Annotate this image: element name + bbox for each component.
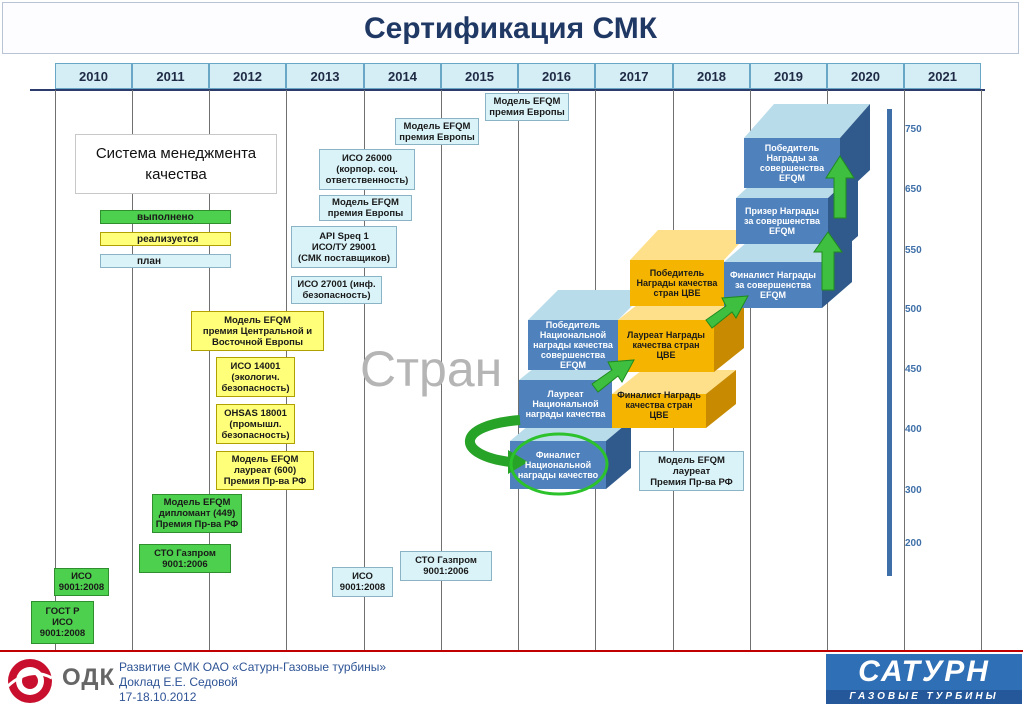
- saturn-logo-subtitle: ГАЗОВЫЕ ТУРБИНЫ: [826, 690, 1022, 704]
- legend-plan: план: [100, 254, 231, 268]
- cube-side: [606, 420, 631, 489]
- year-2013: 2013: [286, 63, 364, 89]
- box-efqm-europe-2014: Модель EFQM премия Европы: [395, 118, 479, 145]
- up-arrow: [813, 231, 843, 291]
- box-iso-14001: ИСО 14001 (экологич. безопасность): [216, 357, 295, 397]
- cube-side: [706, 370, 736, 428]
- cube-top: [630, 230, 752, 260]
- score-scale-bar: [887, 109, 892, 576]
- cube-efqm-finalist: Финалист Награды за совершенства EFQM: [730, 270, 816, 300]
- cube-national-finalist: Финалист Национальной награды качество: [517, 450, 599, 480]
- odk-logo-icon: [6, 659, 53, 703]
- highlight-circle: [509, 432, 609, 496]
- step-arrow: [591, 359, 635, 393]
- gridline: [518, 90, 519, 650]
- year-2011: 2011: [132, 63, 209, 89]
- year-2016: 2016: [518, 63, 595, 89]
- year-2020: 2020: [827, 63, 904, 89]
- box-ohsas-18001: OHSAS 18001 (промышл. безопасность): [216, 404, 295, 444]
- step-arrow: [705, 295, 749, 329]
- cube-efqm-prize: Призер Награды за совершенства EFQM: [743, 206, 821, 236]
- cube-top: [612, 370, 736, 394]
- gridline: [904, 90, 905, 650]
- footer-line-2: Доклад Е.Е. Седовой: [119, 675, 238, 689]
- cube-cee-finalist: Финалист Наградь качества стран ЦВЕ: [617, 390, 701, 420]
- box-efqm-central-europe: Модель EFQM премия Центральной и Восточн…: [191, 311, 324, 351]
- year-2014: 2014: [364, 63, 441, 89]
- odk-logo-text: ОДК: [62, 664, 116, 691]
- gridline: [364, 90, 365, 650]
- box-sto-gazprom-2015: СТО Газпром 9001:2006: [400, 551, 492, 581]
- box-efqm-europe-2013: Модель EFQM премия Европы: [319, 195, 412, 221]
- scale-label-650: 650: [905, 184, 922, 195]
- timeline-header: 2010 2011 2012 2013 2014 2015 2016 2017 …: [55, 63, 981, 89]
- gridline: [55, 90, 56, 650]
- year-2012: 2012: [209, 63, 286, 89]
- legend-in-progress: реализуется: [100, 232, 231, 246]
- gridline: [981, 90, 982, 650]
- cube-efqm-winner: Победитель Награды за совершенства EFQM: [759, 143, 825, 183]
- cube-front: [528, 320, 618, 370]
- page-title: Сертификация СМК: [363, 12, 658, 45]
- title-bar: Сертификация СМК: [2, 2, 1019, 54]
- cube-front: [744, 138, 840, 188]
- box-iso-26000: ИСО 26000 (корпор. соц. ответственность): [319, 149, 415, 190]
- scale-label-400: 400: [905, 424, 922, 435]
- year-2019: 2019: [750, 63, 827, 89]
- gridline: [441, 90, 442, 650]
- scale-label-750: 750: [905, 124, 922, 135]
- legend-title: Система менеджмента качества: [75, 134, 277, 194]
- gridline: [827, 90, 828, 650]
- box-efqm-laureate-2018: Модель EFQM лауреат Премия Пр-ва РФ: [639, 451, 744, 491]
- up-arrow: [825, 155, 855, 219]
- box-iso-9001-2014: ИСО 9001:2008: [332, 567, 393, 597]
- gridline: [750, 90, 751, 650]
- box-api-speq: API Speq 1 ИСО/ТУ 29001 (СМК поставщиков…: [291, 226, 397, 268]
- scale-label-300: 300: [905, 485, 922, 496]
- footer-line-3: 17-18.10.2012: [119, 690, 197, 704]
- year-2015: 2015: [441, 63, 518, 89]
- box-efqm-diploma: Модель EFQM дипломант (449) Премия Пр-ва…: [152, 494, 242, 533]
- cube-cee-winner: Победитель Награды качества стран ЦВЕ: [636, 268, 718, 298]
- box-gost-r-iso-9001: ГОСТ Р ИСО 9001:2008: [31, 601, 94, 644]
- scale-label-450: 450: [905, 364, 922, 375]
- year-2021: 2021: [904, 63, 981, 89]
- gridline: [132, 90, 133, 650]
- box-iso-9001-2010: ИСО 9001:2008: [54, 568, 109, 596]
- footer-info: Развитие СМК ОАО «Сатурн-Газовые турбины…: [119, 660, 386, 705]
- scale-label-500: 500: [905, 304, 922, 315]
- cube-cee-laureate: Лауреат Награды качества стран ЦВЕ: [626, 330, 705, 360]
- cube-front: [612, 394, 706, 428]
- box-iso-27001: ИСО 27001 (инф. безопасность): [291, 276, 382, 304]
- watermark-text: Стран: [360, 341, 503, 397]
- cube-front: [736, 198, 828, 244]
- year-2010: 2010: [55, 63, 132, 89]
- curved-arrow: [465, 415, 521, 467]
- box-sto-gazprom-2011: СТО Газпром 9001:2006: [139, 544, 231, 573]
- cube-front: [510, 441, 606, 489]
- footer-line-1: Развитие СМК ОАО «Сатурн-Газовые турбины…: [119, 660, 387, 674]
- year-2018: 2018: [673, 63, 750, 89]
- cube-front: [630, 260, 724, 306]
- header-divider: [30, 89, 985, 91]
- year-2017: 2017: [595, 63, 673, 89]
- cube-national-laureate: Лауреат Национальной награды качества: [525, 389, 606, 419]
- cube-national-winner: Победитель Национальной награды качества…: [533, 320, 613, 370]
- cube-top: [528, 290, 648, 320]
- box-efqm-europe-2015: Модель EFQM премия Европы: [485, 93, 569, 121]
- cube-top: [744, 104, 870, 138]
- legend-done: выполнено: [100, 210, 231, 224]
- saturn-logo: САТУРН: [826, 654, 1022, 690]
- cube-front: [618, 320, 714, 372]
- box-efqm-laureate-600: Модель EFQM лауреат (600) Премия Пр-ва Р…: [216, 451, 314, 490]
- scale-label-550: 550: [905, 245, 922, 256]
- footer-divider: [0, 650, 1023, 652]
- scale-label-200: 200: [905, 538, 922, 549]
- gridline: [209, 90, 210, 650]
